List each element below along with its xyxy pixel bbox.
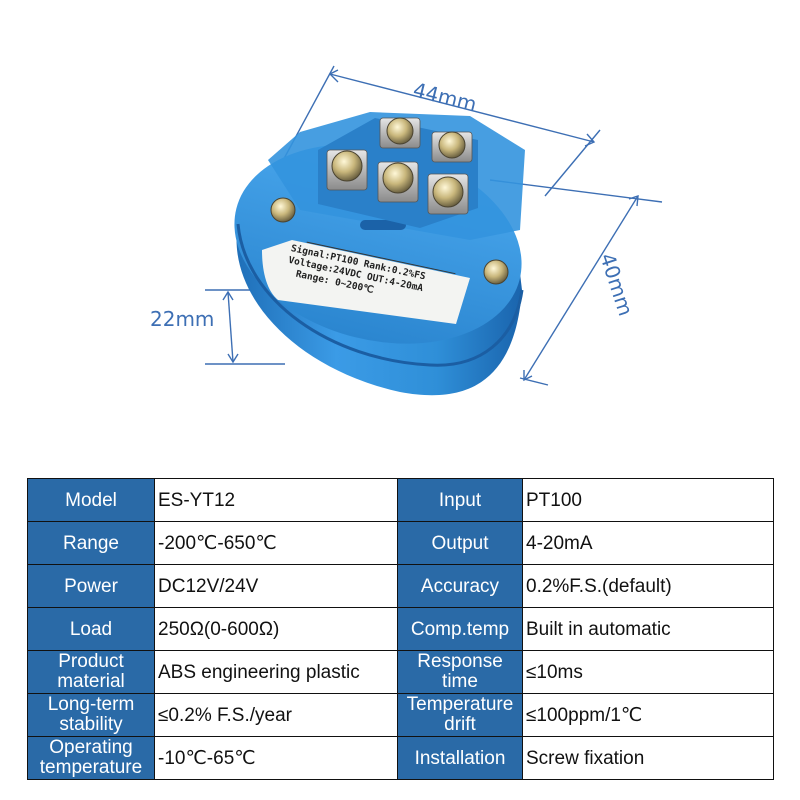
spec-value: ≤100ppm/1℃ (522, 693, 774, 737)
spec-row: Range -200℃-650℃ Output 4-20mA (27, 521, 774, 565)
dim-width-label: 44mm (411, 78, 479, 117)
spec-key: Operating temperature (27, 736, 155, 780)
spec-value: ≤0.2% F.S./year (154, 693, 398, 737)
product-photo: 44mm 22mm 40mm Signal:PT100 Rank:0.2%FS … (150, 65, 663, 396)
spec-key: Comp.temp (397, 607, 523, 651)
spec-key-line: material (57, 671, 125, 692)
spec-key: Accuracy (397, 564, 523, 608)
spec-key-line: stability (59, 714, 123, 735)
spec-key-line: time (442, 671, 478, 692)
spec-value: -10℃-65℃ (154, 736, 398, 780)
spec-row: Power DC12V/24V Accuracy 0.2%F.S.(defaul… (27, 564, 774, 608)
spec-value: Screw fixation (522, 736, 774, 780)
spec-key: Range (27, 521, 155, 565)
dim-height-label: 22mm (150, 307, 214, 331)
spec-table: Model ES-YT12 Input PT100 Range -200℃-65… (27, 478, 774, 780)
spec-key-line: Response (417, 651, 503, 672)
spec-row: Long-term stability ≤0.2% F.S./year Temp… (27, 693, 774, 737)
spec-key: Response time (397, 650, 523, 694)
spec-key: Model (27, 478, 155, 522)
spec-value: ≤10ms (522, 650, 774, 694)
spec-row: Load 250Ω(0-600Ω) Comp.temp Built in aut… (27, 607, 774, 651)
spec-key-line: temperature (39, 757, 143, 778)
device-label: Signal:PT100 Rank:0.2%FS Voltage:24VDC O… (262, 240, 470, 324)
spec-value: PT100 (522, 478, 774, 522)
spec-key: Power (27, 564, 155, 608)
spec-key-line: Long-term (47, 694, 135, 715)
spec-row: Operating temperature -10℃-65℃ Installat… (27, 736, 774, 780)
spec-key-line: drift (444, 714, 476, 735)
spec-value: DC12V/24V (154, 564, 398, 608)
spec-key: Long-term stability (27, 693, 155, 737)
spec-key: Input (397, 478, 523, 522)
spec-value: -200℃-650℃ (154, 521, 398, 565)
spec-key: Installation (397, 736, 523, 780)
spec-key: Product material (27, 650, 155, 694)
spec-value: 250Ω(0-600Ω) (154, 607, 398, 651)
spec-value: 0.2%F.S.(default) (522, 564, 774, 608)
spec-key-line: Temperature (406, 694, 514, 715)
spec-value: ABS engineering plastic (154, 650, 398, 694)
spec-key-line: Product (58, 651, 124, 672)
spec-key: Temperature drift (397, 693, 523, 737)
spec-key: Output (397, 521, 523, 565)
spec-key: Load (27, 607, 155, 651)
dim-depth-label: 40mm (595, 250, 638, 319)
spec-key-line: Operating (49, 737, 133, 758)
spec-value: 4-20mA (522, 521, 774, 565)
spec-row: Product material ABS engineering plastic… (27, 650, 774, 694)
spec-row: Model ES-YT12 Input PT100 (27, 478, 774, 522)
spec-value: Built in automatic (522, 607, 774, 651)
spec-value: ES-YT12 (154, 478, 398, 522)
terminal-screws (270, 117, 509, 285)
